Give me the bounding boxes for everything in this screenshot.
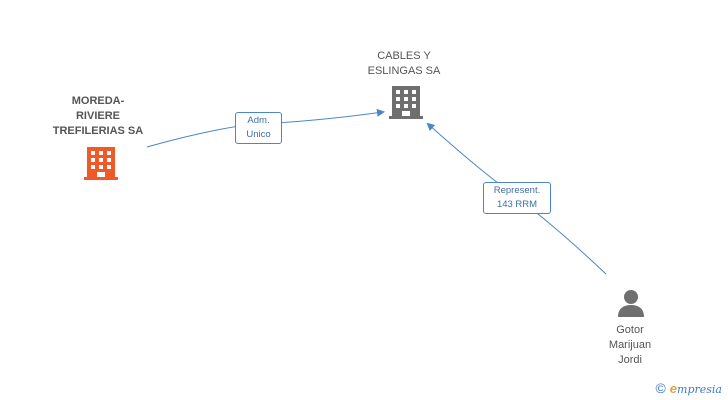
building-icon[interactable] <box>389 84 423 120</box>
node-label-moreda[interactable]: MOREDA- RIVIERE TREFILERIAS SA <box>38 94 158 139</box>
brand-initial: e <box>669 380 678 396</box>
node-label-line: Gotor <box>616 324 644 336</box>
person-icon[interactable] <box>616 288 646 318</box>
brand-logo: empresia <box>670 381 722 396</box>
edge-label-line: 143 RRM <box>496 199 538 210</box>
node-label-line: ESLINGAS SA <box>367 65 441 77</box>
edge-label-adm-unico[interactable]: Adm. Unico <box>235 112 282 144</box>
node-label-line: Marijuan <box>608 339 652 351</box>
footer-brand[interactable]: © empresia <box>655 380 722 396</box>
copyright-icon: © <box>655 380 666 396</box>
node-label-line: TREFILERIAS SA <box>52 125 144 137</box>
edge-label-represent[interactable]: Represent. 143 RRM <box>483 182 551 214</box>
node-label-line: Jordi <box>618 354 642 366</box>
node-label-gotor[interactable]: Gotor Marijuan Jordi <box>590 323 670 368</box>
node-label-line: CABLES Y <box>377 50 431 62</box>
node-label-cables[interactable]: CABLES Y ESLINGAS SA <box>348 49 460 79</box>
brand-name: mpresia <box>677 382 722 396</box>
building-icon[interactable] <box>84 145 118 181</box>
edge-label-line: Unico <box>246 129 271 140</box>
node-label-line: MOREDA- <box>71 95 125 107</box>
node-label-line: RIVIERE <box>75 110 120 122</box>
edge-label-line: Represent. <box>493 185 541 196</box>
edge-label-line: Adm. <box>247 115 270 126</box>
